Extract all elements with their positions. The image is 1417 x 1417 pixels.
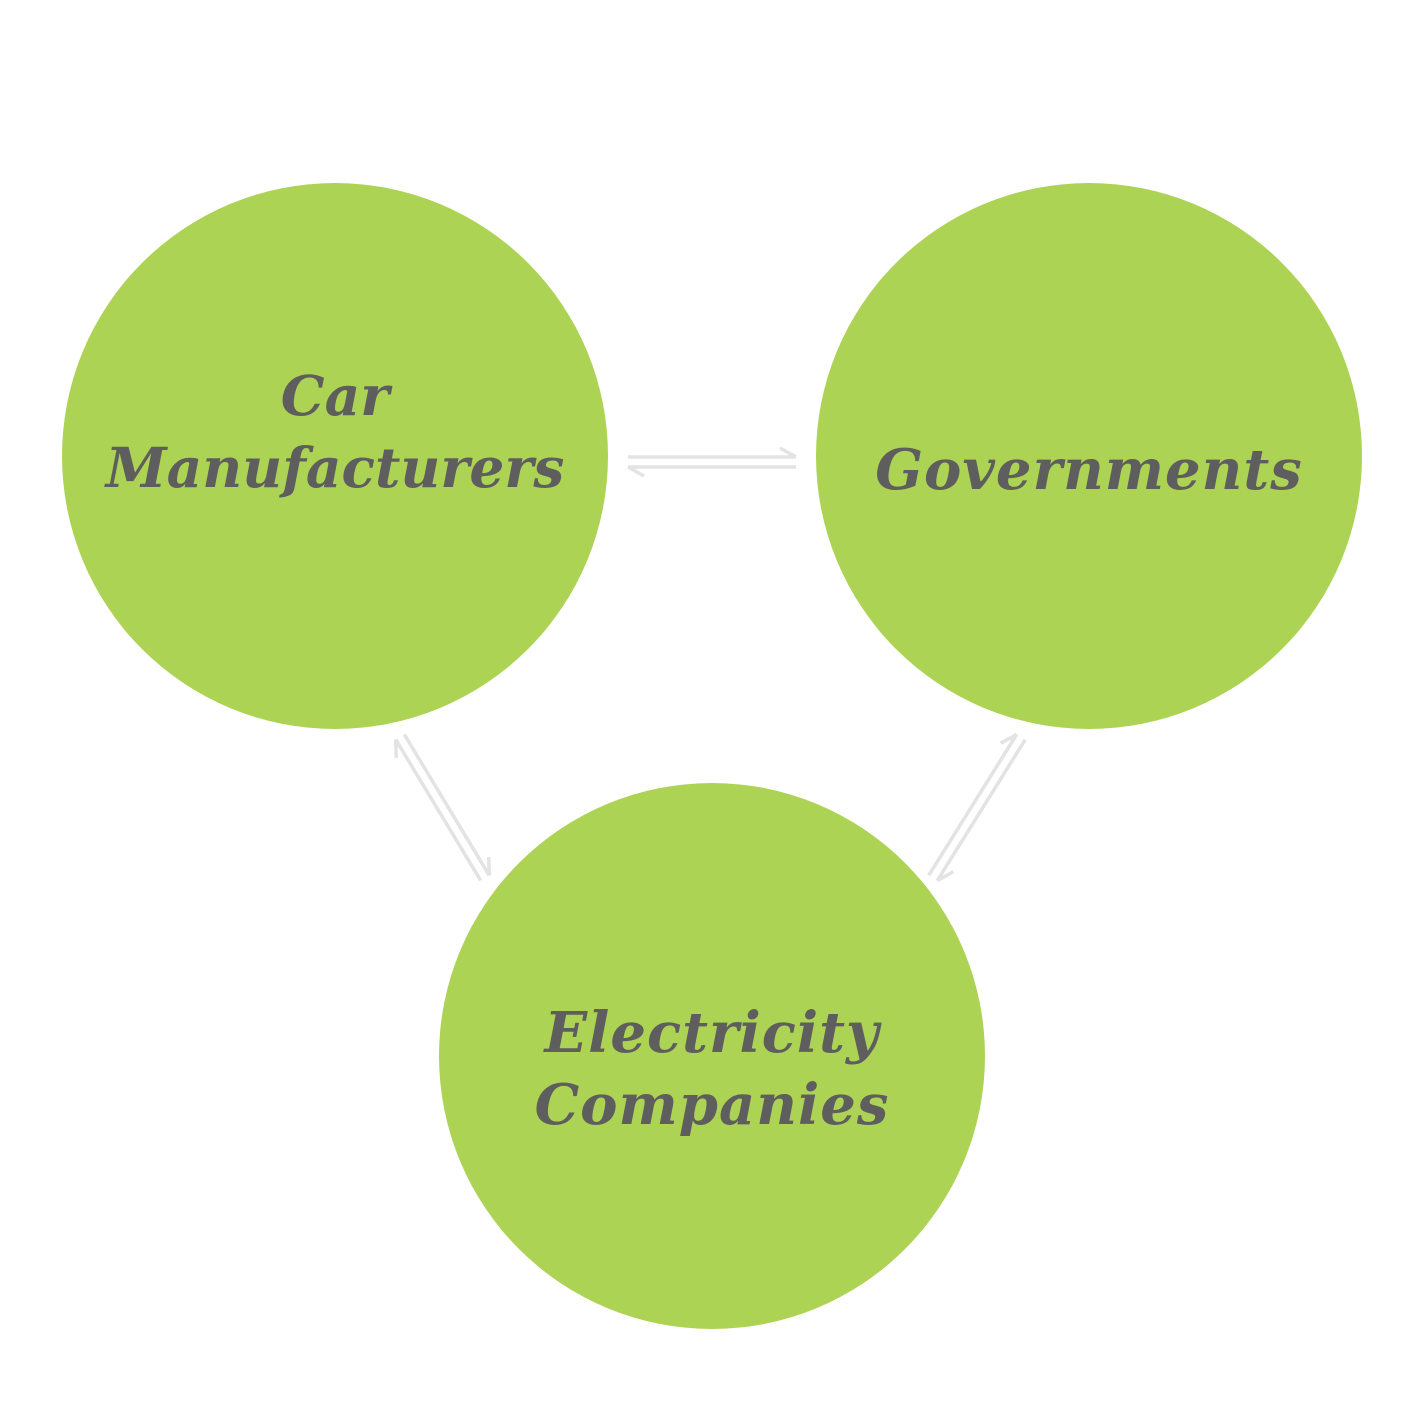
node-car-manufacturers: Car Manufacturers	[62, 183, 608, 729]
connector-line-backward	[394, 738, 483, 882]
connector-car-gov	[627, 446, 797, 478]
node-label-electricity-companies: Electricity Companies	[534, 1000, 890, 1138]
arrowhead-backward-icon	[393, 739, 399, 758]
node-electricity-companies: Electricity Companies	[439, 783, 985, 1329]
connector-gov-elec	[927, 732, 1027, 883]
arrowhead-forward-icon	[486, 857, 492, 876]
connector-line-forward	[935, 738, 1027, 882]
arrowhead-backward-icon	[999, 732, 1018, 745]
connector-line-backward	[927, 733, 1019, 877]
node-label-governments: Governments	[875, 437, 1303, 503]
connector-line-forward	[402, 733, 491, 877]
node-governments: Governments	[816, 183, 1362, 729]
arrowhead-forward-icon	[936, 870, 955, 883]
node-label-car-manufacturers: Car Manufacturers	[105, 363, 565, 500]
connector-car-elec	[393, 733, 492, 882]
arrowhead-backward-icon	[627, 465, 645, 478]
arrowhead-forward-icon	[779, 446, 797, 459]
